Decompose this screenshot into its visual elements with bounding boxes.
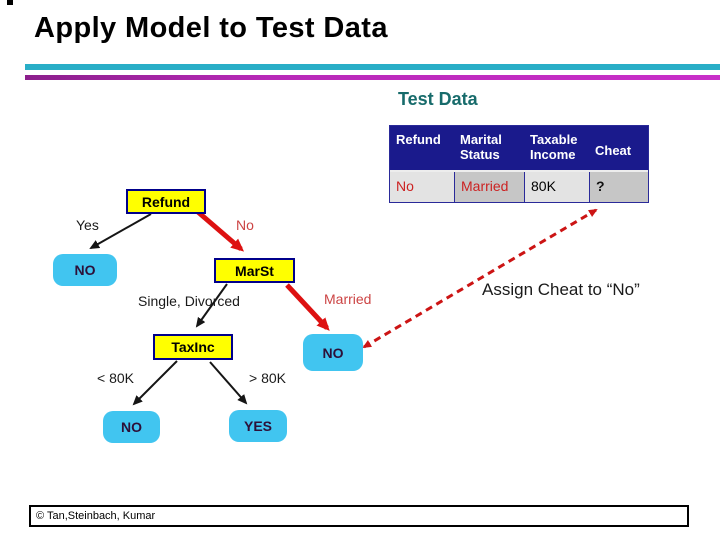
edge-refund-yes xyxy=(89,213,152,249)
decision-node-marst: MarSt xyxy=(214,258,295,283)
edge-taxinc-gt80k xyxy=(209,361,248,405)
divider-magenta xyxy=(25,75,720,80)
col-header-refund: Refund xyxy=(396,132,441,147)
decision-node-taxinc: TaxInc xyxy=(153,334,233,360)
slide-title: Apply Model to Test Data xyxy=(34,12,388,44)
edge-refund-no-highlighted xyxy=(196,210,245,252)
col-header-taxable-income: Taxable Income xyxy=(530,132,578,162)
edge-marst-married-highlighted xyxy=(285,283,330,331)
divider-cyan xyxy=(25,64,720,70)
test-data-label: Test Data xyxy=(398,89,478,109)
edge-taxinc-lt80k xyxy=(132,360,178,406)
col-header-cheat: Cheat xyxy=(595,143,632,158)
branch-label-no: No xyxy=(236,217,254,233)
cell-taxable-income-value: 80K xyxy=(524,172,589,202)
copyright-text: © Tan,Steinbach, Kumar xyxy=(36,510,156,522)
dashed-assign-arrow xyxy=(362,208,598,349)
copyright-footer: © Tan,Steinbach, Kumar xyxy=(29,505,689,527)
branch-label-single-divorced: Single, Divorced xyxy=(138,293,240,309)
test-data-table: Refund Marital Status Taxable Income Che… xyxy=(389,125,649,203)
branch-label-lt-80k: < 80K xyxy=(97,370,134,386)
table-header-row: Refund Marital Status Taxable Income Che… xyxy=(390,126,648,170)
corner-mark xyxy=(7,0,13,5)
branch-label-yes: Yes xyxy=(76,217,99,233)
table-data-row: No Married 80K ? xyxy=(390,170,648,202)
leaf-node-no-refund-yes: NO xyxy=(53,254,117,286)
cell-refund-value: No xyxy=(390,172,454,202)
leaf-node-no-married: NO xyxy=(303,334,363,371)
branch-label-married: Married xyxy=(324,291,372,307)
branch-label-gt-80k: > 80K xyxy=(249,370,286,386)
cell-marital-status-value: Married xyxy=(454,172,524,202)
cell-cheat-value: ? xyxy=(589,172,648,202)
decision-node-refund: Refund xyxy=(126,189,206,214)
col-header-marital-status: Marital Status xyxy=(460,132,502,162)
assign-cheat-annotation: Assign Cheat to “No” xyxy=(482,280,640,299)
leaf-node-no-lt-80k: NO xyxy=(103,411,160,443)
leaf-node-yes-gt-80k: YES xyxy=(229,410,287,442)
